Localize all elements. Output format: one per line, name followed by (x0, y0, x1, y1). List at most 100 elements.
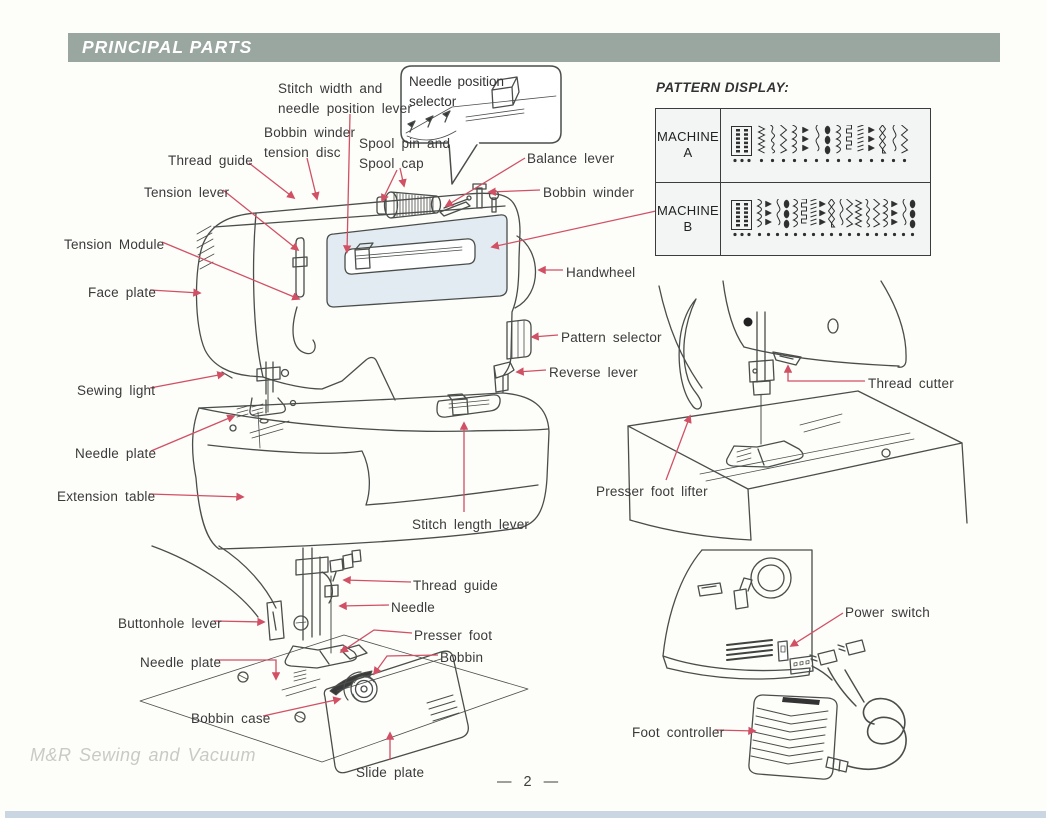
label-presser-foot-lifter: Presser foot lifter (596, 484, 708, 499)
label-thread-cutter: Thread cutter (868, 376, 954, 391)
stitch-pattern-glyph (846, 125, 852, 163)
stitch-pattern-glyph (872, 198, 881, 236)
machine-b-patterns (721, 198, 930, 239)
leader-tension-module (161, 241, 301, 301)
leader-face-plate (149, 288, 202, 297)
power-foot-controller-illustration (662, 549, 907, 780)
stitch-pattern-glyph (891, 200, 899, 236)
label-reverse-lever: Reverse lever (549, 365, 638, 380)
label-bobbin-case: Bobbin case (191, 711, 271, 726)
leader-thread-guide-main (248, 162, 296, 200)
leader-foot-controller (714, 726, 757, 736)
machine-b-line1: MACHINE (656, 202, 720, 218)
stitch-pattern-glyph (857, 125, 864, 163)
page-number: — 2 — (497, 774, 559, 790)
machine-b-label: MACHINE B (656, 182, 721, 255)
label-thread-guide: Thread guide (168, 153, 253, 168)
leader-needle-plate-main (150, 414, 236, 452)
leader-power-switch (789, 612, 844, 647)
leader-thread-cutter (783, 364, 865, 382)
stitch-pattern-glyph (882, 198, 888, 236)
leader-balance-lever (444, 157, 526, 207)
stitch-pattern-glyph (819, 200, 827, 236)
needle-area-illustration (139, 545, 529, 774)
leader-pattern-display (490, 210, 657, 250)
machine-a-label: MACHINE A (656, 109, 721, 182)
machine-b-line2: B (683, 218, 693, 234)
stitch-pattern-glyph (878, 125, 887, 163)
pattern-display-table: MACHINE A MACHINE B (655, 108, 931, 256)
stitch-pattern-glyph (765, 200, 773, 236)
stitch-pattern-glyph (854, 199, 863, 236)
machine-a-patterns (721, 125, 930, 165)
stitch-pattern-glyph (783, 199, 790, 236)
leader-presser-foot-lifter (665, 414, 692, 481)
pattern-row-machine-a: MACHINE A (656, 109, 930, 182)
stitch-pattern-glyph (757, 125, 766, 163)
page-title: PRINCIPAL PARTS (82, 37, 253, 57)
label-slide-plate: Slide plate (356, 765, 425, 780)
label-handwheel: Handwheel (566, 265, 636, 280)
label-tension-lever: Tension lever (144, 185, 230, 200)
label-detail-needle-plate: Needle plate (140, 655, 222, 670)
leader-extension-table (148, 492, 245, 502)
stitch-pattern-glyph (801, 198, 807, 236)
stitch-pattern-glyph (891, 125, 897, 163)
buttonhole-pattern-glyph (731, 126, 752, 163)
stitch-pattern-glyph (865, 198, 871, 236)
pattern-display-title: PATTERN DISPLAY: (656, 80, 790, 95)
leader-bobbin-case (262, 696, 342, 717)
label-pattern-selector: Pattern selector (561, 330, 662, 345)
scan-edge-strip (5, 811, 1046, 818)
leader-spool-cap (381, 169, 398, 203)
leader-pattern-selector (530, 332, 559, 341)
leader-reverse-lever (515, 367, 547, 376)
section-header-bar: PRINCIPAL PARTS (68, 33, 1000, 62)
machine-a-line1: MACHINE (656, 129, 720, 144)
stitch-pattern-glyph (802, 126, 810, 163)
buttonhole-pattern-glyph (731, 199, 752, 236)
label-power-switch: Power switch (845, 605, 930, 620)
stitch-pattern-glyph (810, 198, 817, 236)
machine-a-line2: A (683, 145, 693, 161)
label-detail-needle: Needle (391, 600, 435, 615)
stitch-pattern-glyph (900, 125, 909, 163)
stitch-pattern-glyph (901, 198, 907, 236)
label-buttonhole-lever: Buttonhole lever (118, 616, 222, 631)
main-machine-illustration (191, 183, 550, 550)
leader-stitch-width-lever (342, 113, 352, 254)
stitch-pattern-glyph (775, 198, 781, 236)
stitch-pattern-glyph (845, 198, 854, 236)
watermark: M&R Sewing and Vacuum (30, 745, 256, 765)
label-face-plate: Face plate (88, 285, 157, 300)
label-spool-pin-and-cap: Spool pin and Spool cap (359, 136, 451, 171)
stitch-pattern-glyph (827, 198, 836, 236)
stitch-pattern-glyph (835, 125, 841, 163)
leader-spool-pin (398, 167, 407, 188)
label-balance-lever: Balance lever (527, 151, 615, 166)
leader-presser-foot (339, 629, 413, 653)
leader-buttonhole-lever (213, 617, 266, 627)
stitch-pattern-glyph (756, 198, 762, 236)
pattern-row-machine-b: MACHINE B (656, 181, 930, 255)
label-extension-table: Extension table (57, 489, 156, 504)
label-stitch-length-lever: Stitch length lever (412, 517, 530, 532)
label-tension-module: Tension Module (64, 237, 165, 252)
stitch-pattern-glyph (824, 126, 831, 163)
needle-position-selector-callout (400, 65, 562, 185)
stitch-pattern-glyph (779, 125, 788, 163)
leader-bobbin-winder-tension-disc (306, 157, 320, 201)
stitch-pattern-glyph (770, 125, 776, 163)
leader-needle-plate-detail (215, 659, 281, 681)
leader-sewing-light (149, 371, 226, 389)
label-needle-plate: Needle plate (75, 446, 157, 461)
leader-bobbin-winder (487, 187, 541, 196)
label-presser-foot: Presser foot (414, 628, 493, 643)
label-bobbin-winder: Bobbin winder (543, 185, 635, 200)
label-bobbin-winder-tension-disc: Bobbin winder tension disc (264, 125, 356, 160)
stitch-pattern-glyph (791, 125, 797, 163)
stitch-pattern-glyph (868, 126, 876, 163)
leader-tension-lever (222, 189, 300, 252)
